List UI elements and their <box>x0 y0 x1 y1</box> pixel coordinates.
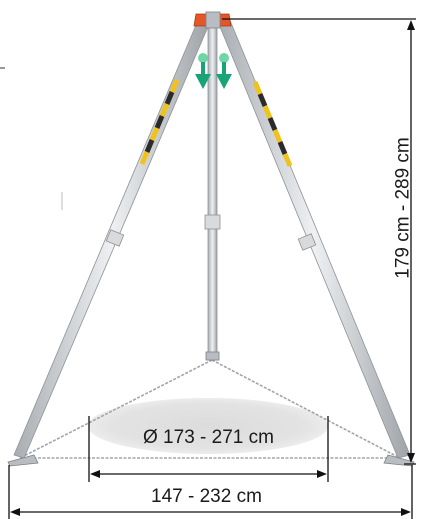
width-dimension <box>8 465 413 519</box>
down-arrow-icon <box>195 53 211 89</box>
height-dimension <box>222 18 416 465</box>
footprint-diameter-label: Ø 173 - 271 cm <box>143 427 274 448</box>
right-leg-stripes <box>252 81 293 167</box>
right-leg <box>217 17 415 467</box>
left-leg <box>7 17 211 467</box>
down-arrow-icon <box>216 53 232 89</box>
footprint-ellipse <box>88 398 328 454</box>
height-range-label: 179 cm - 289 cm <box>392 137 414 279</box>
width-range-label: 147 - 232 cm <box>151 486 262 507</box>
center-leg <box>204 23 221 361</box>
left-leg-stripes <box>139 79 180 165</box>
chains <box>19 359 401 459</box>
tripod-head <box>193 11 232 29</box>
footprint-dimension <box>88 416 329 482</box>
